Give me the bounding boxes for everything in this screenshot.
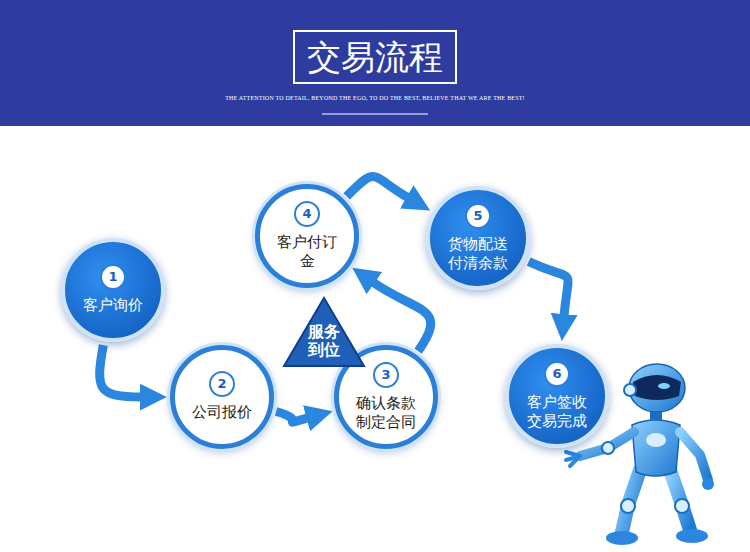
page-title: 交易流程 <box>293 30 457 84</box>
step-number: 2 <box>209 371 235 397</box>
step-circle: 5 货物配送付清余款 <box>426 186 530 290</box>
step-label: 确认条款制定合同 <box>355 394 418 433</box>
step-label: 货物配送付清余款 <box>447 235 510 274</box>
step-number: 6 <box>544 361 570 387</box>
step-circle: 6 客户签收交易完成 <box>505 344 609 448</box>
step-number: 4 <box>294 201 320 227</box>
flow-arrow <box>276 411 309 422</box>
step-number: 5 <box>465 203 491 229</box>
underline <box>322 114 428 115</box>
step-circle: 4 客户付订金 <box>255 184 359 288</box>
step-number: 1 <box>100 264 126 290</box>
flow-arrow <box>347 177 409 198</box>
step-label: 公司报价 <box>191 403 254 423</box>
step-label: 客户付订金 <box>276 233 339 272</box>
header-band: 交易流程 THE ATTENTION TO DETAIL, BEYOND THE … <box>0 0 750 126</box>
flow-arrow <box>529 262 568 317</box>
flow-arrow <box>373 282 431 351</box>
step-number: 3 <box>373 362 399 388</box>
step-label: 客户签收交易完成 <box>526 393 589 432</box>
step-circle: 1 客户询价 <box>61 238 165 342</box>
motto-text: THE ATTENTION TO DETAIL, BEYOND THE EGO,… <box>0 95 750 101</box>
step-label: 客户询价 <box>82 296 145 316</box>
step-circle: 2 公司报价 <box>170 345 274 449</box>
service-triangle: 服务到位 <box>282 296 366 368</box>
step-label: 服务到位 <box>307 323 341 360</box>
flow-arrow <box>100 345 142 397</box>
